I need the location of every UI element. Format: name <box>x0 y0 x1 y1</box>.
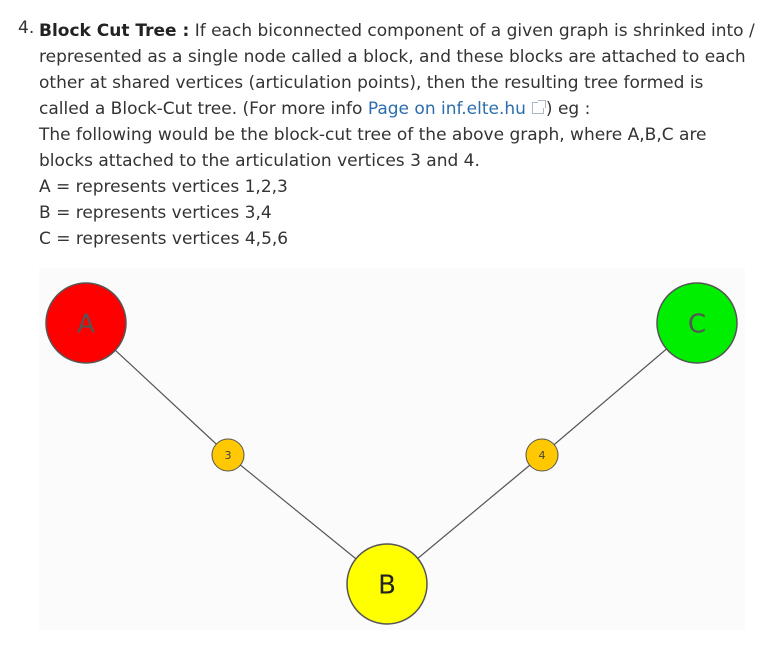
node-circle-3 <box>211 438 245 472</box>
node-label-B: B <box>378 570 396 600</box>
item-text: Block Cut Tree : If each biconnected com… <box>39 18 759 252</box>
definition-a: A = represents vertices 1,2,3 <box>39 177 288 197</box>
node-circle-C <box>656 282 738 364</box>
node-circle-4 <box>525 438 559 472</box>
block-cut-tree-diagram: A C B 3 4 <box>39 268 745 630</box>
block-node-B: B <box>346 543 428 625</box>
definition-c: C = represents vertices 4,5,6 <box>39 229 289 249</box>
block-node-C: C <box>656 282 738 364</box>
node-label-4: 4 <box>539 449 546 462</box>
definition-b: B = represents vertices 3,4 <box>39 203 272 223</box>
node-circle-B <box>346 543 428 625</box>
diagram-svg: A C B 3 4 <box>45 282 738 625</box>
node-circle-A <box>45 282 127 364</box>
block-node-A: A <box>45 282 127 364</box>
node-label-C: C <box>688 309 706 339</box>
node-label-A: A <box>77 309 95 339</box>
heading: Block Cut Tree : <box>39 21 190 41</box>
articulation-node-3: 3 <box>211 438 245 472</box>
after-link-text: ) eg : <box>545 99 591 119</box>
articulation-node-4: 4 <box>525 438 559 472</box>
intro-text: If each biconnected component of a given… <box>39 21 755 119</box>
external-link[interactable]: Page on inf.elte.hu <box>367 99 526 119</box>
intro-paragraph: Block Cut Tree : If each biconnected com… <box>39 18 759 122</box>
item-number: 4. <box>18 18 35 38</box>
node-label-3: 3 <box>225 449 232 462</box>
external-link-icon <box>531 100 546 114</box>
description-text: The following would be the block-cut tre… <box>39 125 707 171</box>
